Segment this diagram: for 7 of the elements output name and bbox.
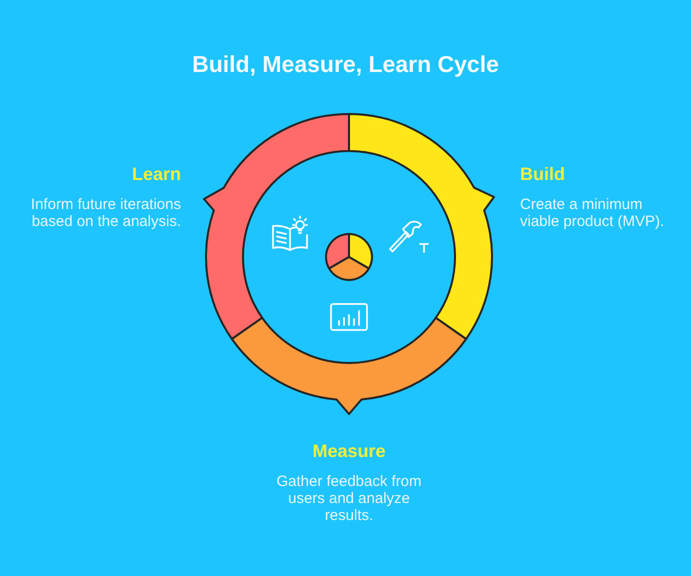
step-heading: Learn [132, 163, 181, 185]
diagram-title: Build, Measure, Learn Cycle [192, 50, 499, 79]
step-description: Gather feedback from users and analyze results. [275, 473, 423, 524]
step-heading: Build [520, 163, 565, 185]
step-description: Create a minimum viable product (MVP). [520, 196, 666, 230]
step-description: Inform future iterations based on the analysis. [30, 196, 181, 230]
step-heading: Measure [312, 440, 386, 462]
